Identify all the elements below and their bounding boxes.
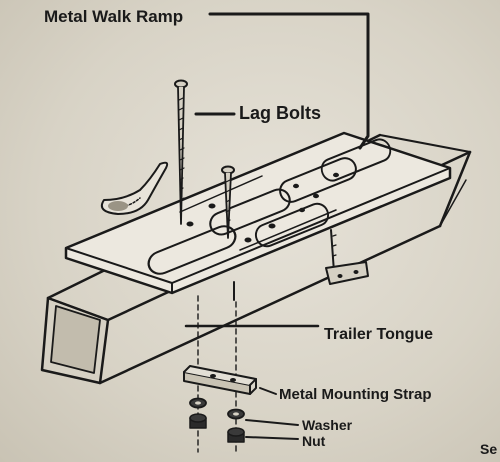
wrench-loop (100, 161, 169, 215)
leader-metal-walk-ramp (208, 12, 370, 150)
label-metal-mounting-strap: Metal Mounting Strap (279, 386, 432, 403)
label-cutoff-text: Se (480, 441, 498, 457)
metal-walk-ramp (64, 131, 452, 295)
nut-right (227, 427, 245, 443)
washer-left (189, 397, 207, 409)
rear-mounting-hardware (325, 229, 369, 285)
nut-left (189, 413, 207, 429)
label-washer: Washer (302, 417, 353, 433)
washer-right (227, 408, 245, 420)
leader-nut (245, 436, 299, 440)
leader-washer (245, 419, 299, 426)
label-nut: Nut (302, 433, 326, 449)
lag-bolt-rear (174, 79, 188, 225)
label-metal-walk-ramp: Metal Walk Ramp (44, 7, 184, 26)
metal-mounting-strap (183, 365, 257, 395)
leader-metal-mounting-strap (259, 387, 277, 395)
label-trailer-tongue: Trailer Tongue (324, 326, 434, 343)
label-lag-bolts: Lag Bolts (239, 103, 322, 123)
